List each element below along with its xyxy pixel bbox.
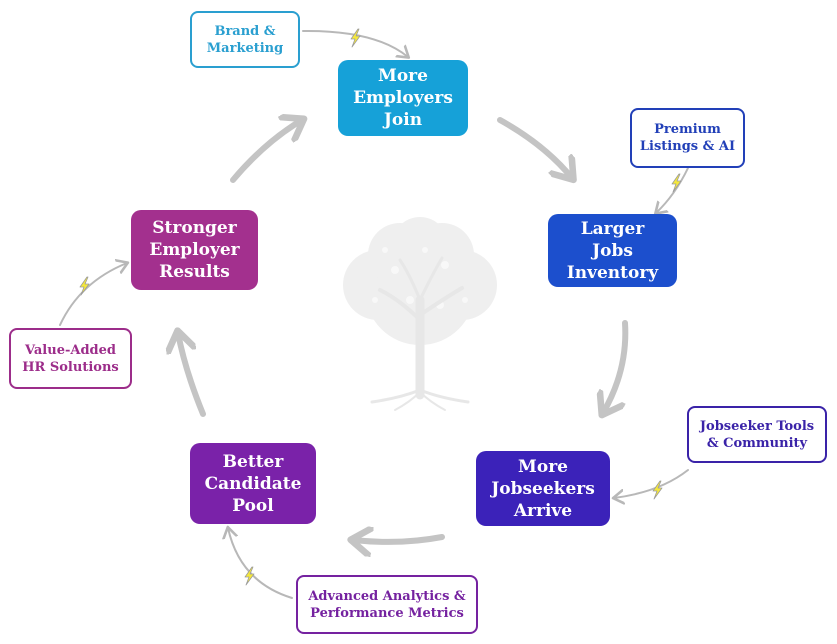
lightning-bolt-icon <box>350 28 361 48</box>
arrow-premium <box>656 167 689 213</box>
stage-results: Stronger Employer Results <box>131 210 258 290</box>
driver-label: Value-Added HR Solutions <box>22 342 119 375</box>
driver-label: Brand & Marketing <box>206 23 284 56</box>
arrow-results-to-employers <box>230 120 302 183</box>
driver-label: Jobseeker Tools & Community <box>699 418 815 451</box>
arrow-jobseekers-to-pool <box>353 537 445 542</box>
driver-label: Premium Listings & AI <box>639 122 736 154</box>
stage-label: Better Candidate Pool <box>204 451 302 516</box>
driver-analytics: Advanced Analytics & Performance Metrics <box>296 575 478 634</box>
driver-brand: Brand & Marketing <box>190 11 300 68</box>
stage-inventory: Larger Jobs Inventory <box>548 214 677 287</box>
arrow-hr <box>59 263 127 326</box>
stage-label: More Jobseekers Arrive <box>491 456 595 521</box>
arrow-analytics <box>228 528 293 599</box>
stage-label: Larger Jobs Inventory <box>566 218 659 283</box>
stage-employers: More Employers Join <box>338 60 468 136</box>
arrow-tools <box>614 469 689 498</box>
driver-label: Advanced Analytics & Performance Metrics <box>308 588 466 621</box>
driver-hr: Value-Added HR Solutions <box>9 328 132 389</box>
tree-icon <box>343 217 497 411</box>
stage-jobseekers: More Jobseekers Arrive <box>476 451 610 526</box>
stage-pool: Better Candidate Pool <box>190 443 316 524</box>
arrow-employers-to-inventory <box>497 117 572 178</box>
stage-label: Stronger Employer Results <box>149 218 240 282</box>
arrow-brand <box>302 29 408 57</box>
driver-tools: Jobseeker Tools & Community <box>687 406 827 463</box>
arrow-inventory-to-jobseekers <box>603 320 629 413</box>
lightning-bolt-icon <box>652 480 663 500</box>
cycle-arrows <box>178 117 629 542</box>
driver-premium: Premium Listings & AI <box>630 108 745 168</box>
stage-label: More Employers Join <box>353 66 453 130</box>
arrow-pool-to-results <box>178 333 206 417</box>
